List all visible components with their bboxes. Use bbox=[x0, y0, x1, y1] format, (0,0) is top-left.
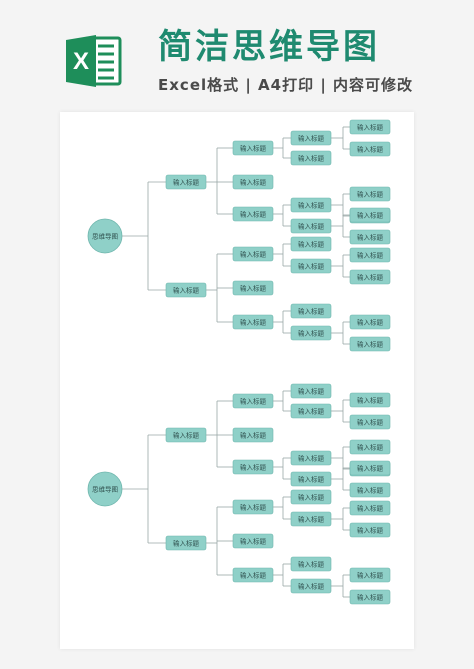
topic-node-label: 输入标题 bbox=[298, 307, 325, 316]
topic-node-label: 输入标题 bbox=[298, 475, 325, 484]
topic-node-label: 输入标题 bbox=[298, 515, 325, 524]
topic-node-label: 输入标题 bbox=[357, 123, 384, 132]
topic-node bbox=[349, 392, 391, 408]
topic-node-label: 输入标题 bbox=[357, 571, 384, 580]
excel-logo-icon: X bbox=[66, 35, 122, 87]
topic-node bbox=[349, 336, 391, 352]
topic-node-label: 输入标题 bbox=[357, 526, 384, 535]
topic-node bbox=[232, 427, 274, 443]
topic-node bbox=[349, 500, 391, 516]
page-subtitle: Excel格式 | A4打印 | 内容可修改 bbox=[158, 76, 414, 94]
topic-node-label: 输入标题 bbox=[298, 154, 325, 163]
topic-node-label: 输入标题 bbox=[240, 431, 267, 440]
topic-node-label: 输入标题 bbox=[240, 284, 267, 293]
topic-node-label: 输入标题 bbox=[240, 318, 267, 327]
topic-node-label: 输入标题 bbox=[357, 145, 384, 154]
topic-node-label: 输入标题 bbox=[240, 178, 267, 187]
topic-node bbox=[349, 567, 391, 583]
topic-node-label: 输入标题 bbox=[298, 134, 325, 143]
topic-node-label: 输入标题 bbox=[240, 144, 267, 153]
topic-node-label: 输入标题 bbox=[357, 418, 384, 427]
topic-node-label: 输入标题 bbox=[357, 233, 384, 242]
topic-node-label: 输入标题 bbox=[173, 539, 200, 548]
topic-node-label: 输入标题 bbox=[298, 560, 325, 569]
topic-node-label: 输入标题 bbox=[357, 251, 384, 260]
template-banner: X 简洁思维导图 Excel格式 | A4打印 | 内容可修改 bbox=[0, 0, 474, 108]
topic-node bbox=[349, 589, 391, 605]
topic-node-label: 输入标题 bbox=[357, 593, 384, 602]
topic-node bbox=[232, 174, 274, 190]
topic-node-label: 输入标题 bbox=[357, 190, 384, 199]
topic-node-label: 输入标题 bbox=[357, 273, 384, 282]
root-node-label: 思维导图 bbox=[92, 485, 118, 494]
topic-node bbox=[349, 522, 391, 538]
topic-node-label: 输入标题 bbox=[298, 582, 325, 591]
topic-node bbox=[349, 314, 391, 330]
topic-node-label: 输入标题 bbox=[357, 486, 384, 495]
topic-node-label: 输入标题 bbox=[298, 387, 325, 396]
topic-node-label: 输入标题 bbox=[298, 222, 325, 231]
topic-node bbox=[290, 150, 332, 166]
topic-node bbox=[349, 439, 391, 455]
topic-node bbox=[349, 186, 391, 202]
topic-node bbox=[349, 482, 391, 498]
topic-node-label: 输入标题 bbox=[173, 178, 200, 187]
topic-node bbox=[290, 236, 332, 252]
topic-node-label: 输入标题 bbox=[298, 240, 325, 249]
topic-node bbox=[349, 229, 391, 245]
topic-node bbox=[349, 247, 391, 263]
topic-node-label: 输入标题 bbox=[298, 262, 325, 271]
topic-node bbox=[232, 280, 274, 296]
topic-node-label: 输入标题 bbox=[173, 286, 200, 295]
topic-node bbox=[349, 119, 391, 135]
topic-node bbox=[290, 303, 332, 319]
topic-node-label: 输入标题 bbox=[240, 571, 267, 580]
topic-node-label: 输入标题 bbox=[240, 210, 267, 219]
topic-node bbox=[349, 414, 391, 430]
topic-node bbox=[349, 460, 391, 476]
logo-letter: X bbox=[73, 48, 89, 75]
topic-node-label: 输入标题 bbox=[173, 431, 200, 440]
topic-node-label: 输入标题 bbox=[357, 443, 384, 452]
page-title: 简洁思维导图 bbox=[158, 27, 380, 67]
topic-node-label: 输入标题 bbox=[298, 454, 325, 463]
topic-node-label: 输入标题 bbox=[298, 493, 325, 502]
topic-node-label: 输入标题 bbox=[298, 407, 325, 416]
topic-node bbox=[349, 141, 391, 157]
topic-node-label: 输入标题 bbox=[357, 318, 384, 327]
topic-node-label: 输入标题 bbox=[357, 464, 384, 473]
topic-node bbox=[290, 489, 332, 505]
root-node-label: 思维导图 bbox=[92, 232, 118, 241]
topic-node bbox=[349, 269, 391, 285]
topic-node-label: 输入标题 bbox=[240, 397, 267, 406]
topic-node-label: 输入标题 bbox=[240, 503, 267, 512]
document-page bbox=[60, 112, 414, 649]
topic-node-label: 输入标题 bbox=[240, 463, 267, 472]
topic-node-label: 输入标题 bbox=[240, 250, 267, 259]
topic-node-label: 输入标题 bbox=[298, 201, 325, 210]
topic-node-label: 输入标题 bbox=[357, 504, 384, 513]
topic-node-label: 输入标题 bbox=[298, 329, 325, 338]
topic-node bbox=[290, 383, 332, 399]
topic-node bbox=[290, 556, 332, 572]
topic-node bbox=[232, 533, 274, 549]
topic-node bbox=[349, 207, 391, 223]
topic-node-label: 输入标题 bbox=[357, 396, 384, 405]
topic-node-label: 输入标题 bbox=[357, 211, 384, 220]
topic-node-label: 输入标题 bbox=[357, 340, 384, 349]
topic-node-label: 输入标题 bbox=[240, 537, 267, 546]
